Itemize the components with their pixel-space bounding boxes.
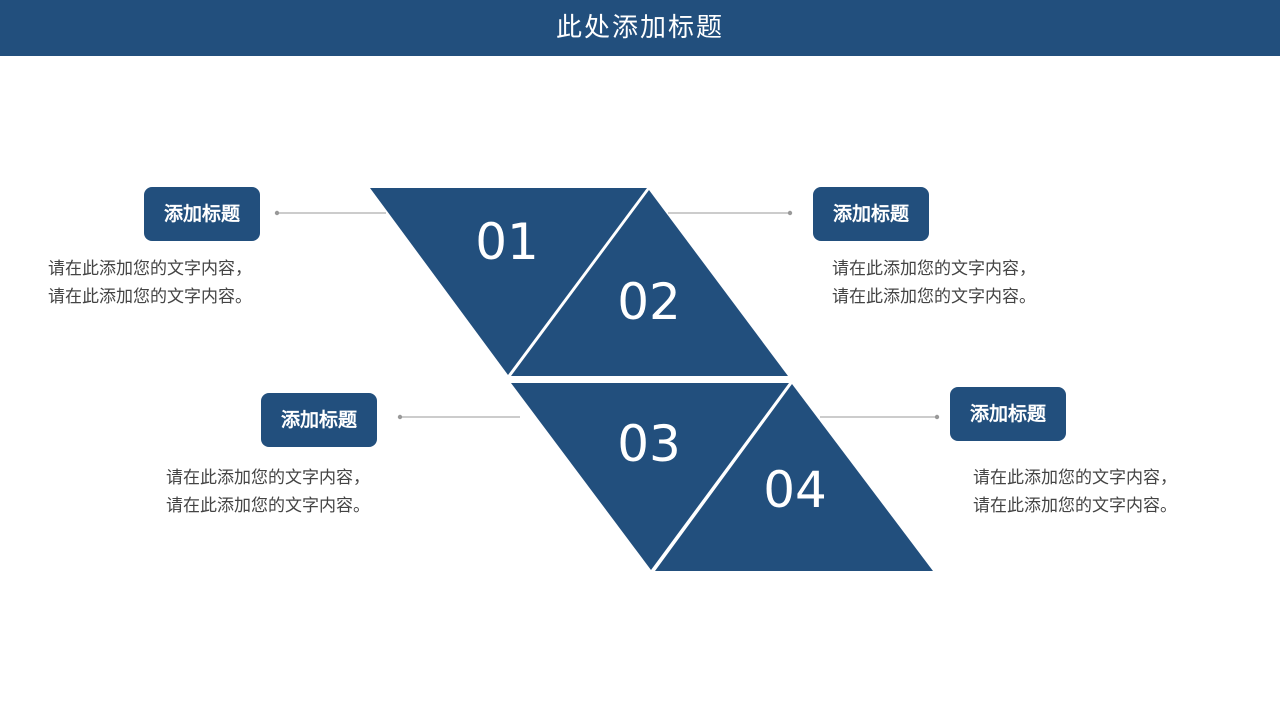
connector-1	[274, 210, 386, 216]
title-badge-2: 添加标题	[813, 187, 929, 241]
description-line: 请在此添加您的文字内容，	[973, 468, 1177, 488]
slide-title: 此处添加标题	[0, 0, 1280, 56]
triangle-03	[511, 383, 789, 570]
description-1: 请在此添加您的文字内容， 请在此添加您的文字内容。	[48, 255, 252, 311]
description-line: 请在此添加您的文字内容，	[48, 259, 252, 279]
title-badge-1: 添加标题	[144, 187, 260, 241]
title-badge-4: 添加标题	[950, 387, 1066, 441]
number-01: 01	[475, 213, 539, 271]
connector-4	[820, 414, 940, 420]
description-3: 请在此添加您的文字内容， 请在此添加您的文字内容。	[166, 464, 370, 520]
description-line: 请在此添加您的文字内容。	[832, 287, 1036, 307]
number-04: 04	[763, 461, 827, 519]
triangle-02	[511, 190, 788, 376]
triangle-01	[370, 188, 647, 375]
connector-3	[397, 414, 520, 420]
description-line: 请在此添加您的文字内容，	[832, 259, 1036, 279]
connector-2	[668, 210, 793, 216]
description-4: 请在此添加您的文字内容， 请在此添加您的文字内容。	[973, 464, 1177, 520]
description-line: 请在此添加您的文字内容。	[48, 287, 252, 307]
number-02: 02	[617, 273, 681, 331]
description-line: 请在此添加您的文字内容。	[166, 496, 370, 516]
number-03: 03	[617, 415, 681, 473]
description-2: 请在此添加您的文字内容， 请在此添加您的文字内容。	[832, 255, 1036, 311]
description-line: 请在此添加您的文字内容。	[973, 496, 1177, 516]
description-line: 请在此添加您的文字内容，	[166, 468, 370, 488]
triangle-04	[655, 384, 933, 571]
title-badge-3: 添加标题	[261, 393, 377, 447]
